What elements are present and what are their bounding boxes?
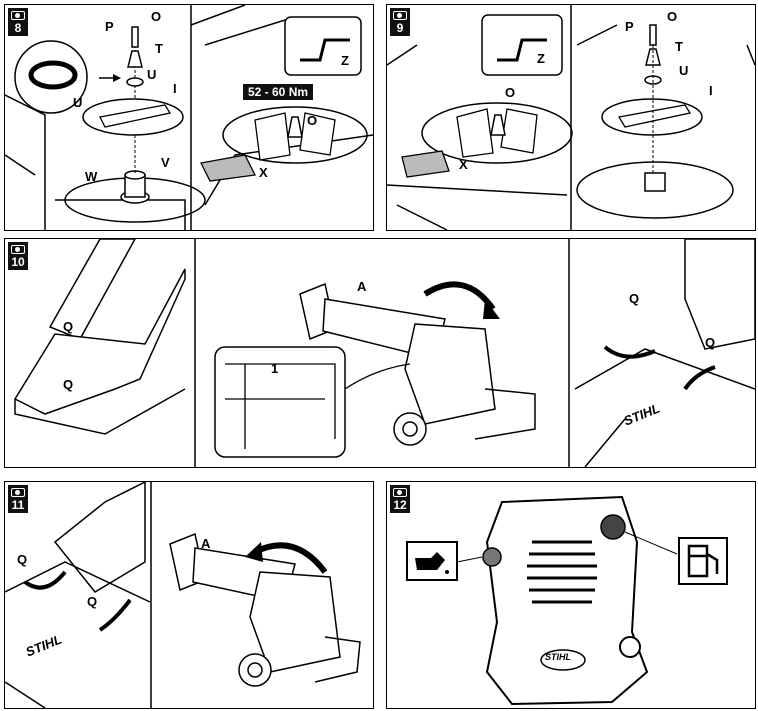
step-12-panel: 12 STIHL [386, 481, 756, 709]
label-o-left: O [505, 85, 516, 100]
step-11-illustration [5, 482, 361, 708]
label-q-right-bottom: Q [705, 335, 716, 350]
step-11-badge: 11 [8, 485, 28, 513]
camera-icon [11, 488, 25, 497]
label-v: V [161, 155, 170, 170]
label-o: O [151, 9, 162, 24]
step-9-panel: 9 O P T U I Z O X [386, 4, 756, 231]
fuel-pump-icon [678, 537, 728, 585]
camera-icon [393, 11, 407, 20]
oil-can-icon [406, 541, 458, 581]
label-i: I [173, 81, 177, 96]
step-8-badge: 8 [8, 8, 28, 36]
step-12-illustration [406, 495, 728, 706]
label-o-right: O [307, 113, 318, 128]
step-10-panel: 10 Q Q A 1 Q Q STIHL [4, 238, 756, 468]
step-9-badge: 9 [390, 8, 410, 36]
label-t: T [675, 39, 683, 54]
label-1: 1 [271, 361, 279, 376]
camera-icon [11, 11, 25, 20]
brand-logo: STIHL [545, 652, 571, 662]
label-x: X [459, 157, 468, 172]
label-x: X [259, 165, 268, 180]
camera-icon [11, 245, 25, 254]
step-12-badge: 12 [390, 485, 410, 513]
label-q-right-top: Q [629, 291, 640, 306]
label-a: A [201, 536, 211, 551]
label-p: P [105, 19, 114, 34]
step-9-illustration [387, 5, 755, 230]
step-8-illustration [5, 5, 373, 230]
step-10-illustration [13, 239, 755, 467]
camera-icon [393, 488, 407, 497]
torque-value: 52 - 60 Nm [243, 84, 314, 100]
label-z: Z [537, 51, 545, 66]
label-u-inset: U [73, 95, 83, 110]
label-q-bottom: Q [63, 377, 74, 392]
label-p: P [625, 19, 634, 34]
label-i: I [709, 83, 713, 98]
label-u-top: U [147, 67, 157, 82]
label-q-top: Q [63, 319, 74, 334]
label-o: O [667, 9, 678, 24]
label-q-top: Q [17, 552, 28, 567]
label-u: U [679, 63, 689, 78]
step-10-badge: 10 [8, 242, 28, 270]
step-11-panel: 11 Q Q A STIHL [4, 481, 374, 709]
label-z: Z [341, 53, 349, 68]
label-w: W [85, 169, 98, 184]
label-q-bottom: Q [87, 594, 98, 609]
label-t: T [155, 41, 163, 56]
label-a: A [357, 279, 367, 294]
step-8-panel: 8 O P T U U I W [4, 4, 374, 231]
